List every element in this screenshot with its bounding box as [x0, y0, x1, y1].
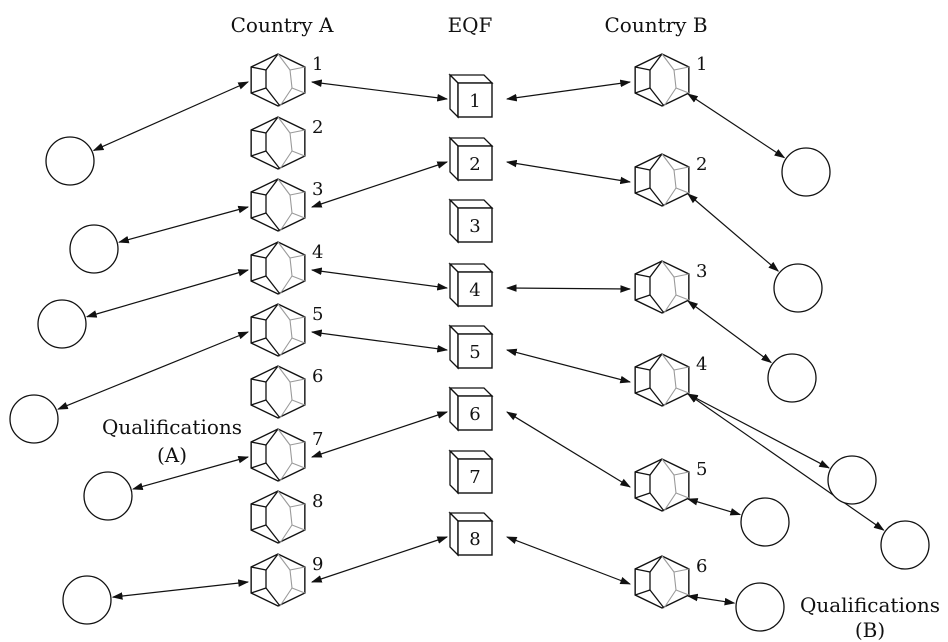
qualification-a-circle-9	[62, 575, 112, 625]
arrow-a7-eqf6	[310, 411, 449, 458]
country-a-level-8-label: 8	[312, 491, 323, 512]
country-a-level-9	[250, 553, 306, 607]
country-a-level-6-label: 6	[312, 366, 323, 387]
arrow-qual-b3-1	[687, 300, 772, 364]
country-b-level-2	[634, 153, 690, 207]
arrow-qual-a1	[92, 81, 249, 152]
eqf-level-2-label: 2	[469, 154, 480, 175]
arrows-layer	[57, 79, 885, 606]
country-a-level-2-label: 2	[312, 117, 323, 138]
country-a-level-5-label: 5	[312, 304, 323, 325]
arrow-qual-a7	[132, 455, 250, 491]
qualification-a-circle-7	[83, 471, 133, 521]
country-b-level-1	[634, 53, 690, 107]
country-a-level-3	[250, 178, 306, 232]
arrow-qual-a4	[85, 269, 250, 318]
arrow-a9-eqf8	[310, 536, 449, 583]
qualification-a-circle-3	[69, 224, 119, 274]
country-a-level-7-label: 7	[312, 429, 323, 450]
eqf-level-6-label: 6	[469, 404, 480, 425]
qualification-b-circle-1	[781, 147, 831, 197]
arrow-a3-eqf2	[310, 161, 449, 208]
arrow-qual-a9	[111, 579, 250, 600]
eqf-level-3-label: 3	[469, 216, 480, 237]
country-b-level-3	[634, 260, 690, 314]
heading-country-a: Country A	[231, 13, 334, 37]
heading-eqf: EQF	[448, 13, 493, 37]
eqf-level-5	[448, 324, 494, 370]
qualifications-b-label-line1: Qualifications	[800, 593, 940, 617]
country-b-level-1-label: 1	[696, 54, 707, 75]
country-a-level-8	[250, 490, 306, 544]
arrow-qual-a5	[57, 331, 250, 410]
qualification-a-circle-1	[45, 136, 95, 186]
eqf-level-7	[448, 449, 494, 495]
eqf-level-2	[448, 136, 494, 182]
qualification-b-circle-2	[773, 263, 823, 313]
eqf-level-4	[448, 262, 494, 308]
arrow-b2-eqf2	[505, 159, 632, 185]
qualification-a-circle-5	[9, 394, 59, 444]
country-a-level-3-label: 3	[312, 179, 323, 200]
country-b-level-4-label: 4	[696, 354, 707, 375]
arrow-qual-b2-1	[687, 193, 780, 272]
eqf-level-1	[448, 73, 494, 119]
eqf-level-3	[448, 198, 494, 244]
eqf-level-1-label: 1	[469, 91, 480, 112]
qualification-b-circle-4-1	[827, 455, 877, 505]
arrow-b6-eqf8	[505, 536, 632, 585]
country-b-level-5	[634, 458, 690, 512]
eqf-level-4-label: 4	[469, 280, 480, 301]
eqf-level-8	[448, 511, 494, 557]
country-b-level-4	[634, 353, 690, 407]
arrow-qual-b6-1	[686, 593, 736, 606]
arrow-a1-eqf1	[310, 79, 449, 102]
eqf-level-6	[448, 386, 494, 432]
arrow-b5-eqf6	[506, 411, 631, 488]
arrow-qual-b4-2	[687, 393, 885, 531]
qualification-b-circle-5	[740, 497, 790, 547]
country-a-level-4-label: 4	[312, 242, 323, 263]
arrow-b3-eqf4	[505, 284, 632, 293]
country-a-level-1	[250, 53, 306, 107]
eqf-level-7-label: 7	[469, 467, 480, 488]
arrow-a5-eqf5	[310, 329, 449, 353]
country-a-level-6	[250, 365, 306, 419]
arrow-qual-a3	[118, 205, 250, 244]
qualification-b-circle-4-2	[880, 520, 930, 570]
country-b-level-6	[634, 555, 690, 609]
eqf-level-5-label: 5	[469, 342, 480, 363]
arrow-qual-b1-1	[687, 93, 786, 159]
country-a-level-1-label: 1	[312, 54, 323, 75]
arrow-qual-b4-1	[687, 393, 830, 469]
arrow-b1-eqf1	[505, 79, 632, 102]
country-b-level-6-label: 6	[696, 556, 707, 577]
country-a-level-2	[250, 116, 306, 170]
country-b-level-3-label: 3	[696, 261, 707, 282]
arrow-b4-eqf5	[505, 348, 632, 384]
country-b-level-5-label: 5	[696, 459, 707, 480]
qualification-b-circle-3	[767, 353, 817, 403]
qualification-a-circle-4	[37, 299, 87, 349]
qualifications-a-label-line2: (A)	[157, 443, 187, 467]
level-shapes-layer: 1 2 3 4 5 6 7 8 1 2 3 4 5 6 7 8 9 1 2 3 4 5 6	[250, 53, 707, 609]
arrow-a4-eqf4	[310, 267, 449, 291]
country-a-level-9-label: 9	[312, 554, 323, 575]
country-b-level-2-label: 2	[696, 154, 707, 175]
qualifications-a-label-line1: Qualifications	[102, 415, 242, 439]
arrow-qual-b5-1	[686, 498, 742, 516]
qualification-b-circle-6	[735, 582, 785, 632]
qualification-circles-layer	[9, 136, 930, 632]
country-a-level-5	[250, 303, 306, 357]
country-a-level-4	[250, 241, 306, 295]
country-a-level-7	[250, 428, 306, 482]
heading-country-b: Country B	[604, 13, 707, 37]
qualifications-b-label-line2: (B)	[855, 618, 885, 642]
eqf-level-8-label: 8	[469, 529, 480, 550]
